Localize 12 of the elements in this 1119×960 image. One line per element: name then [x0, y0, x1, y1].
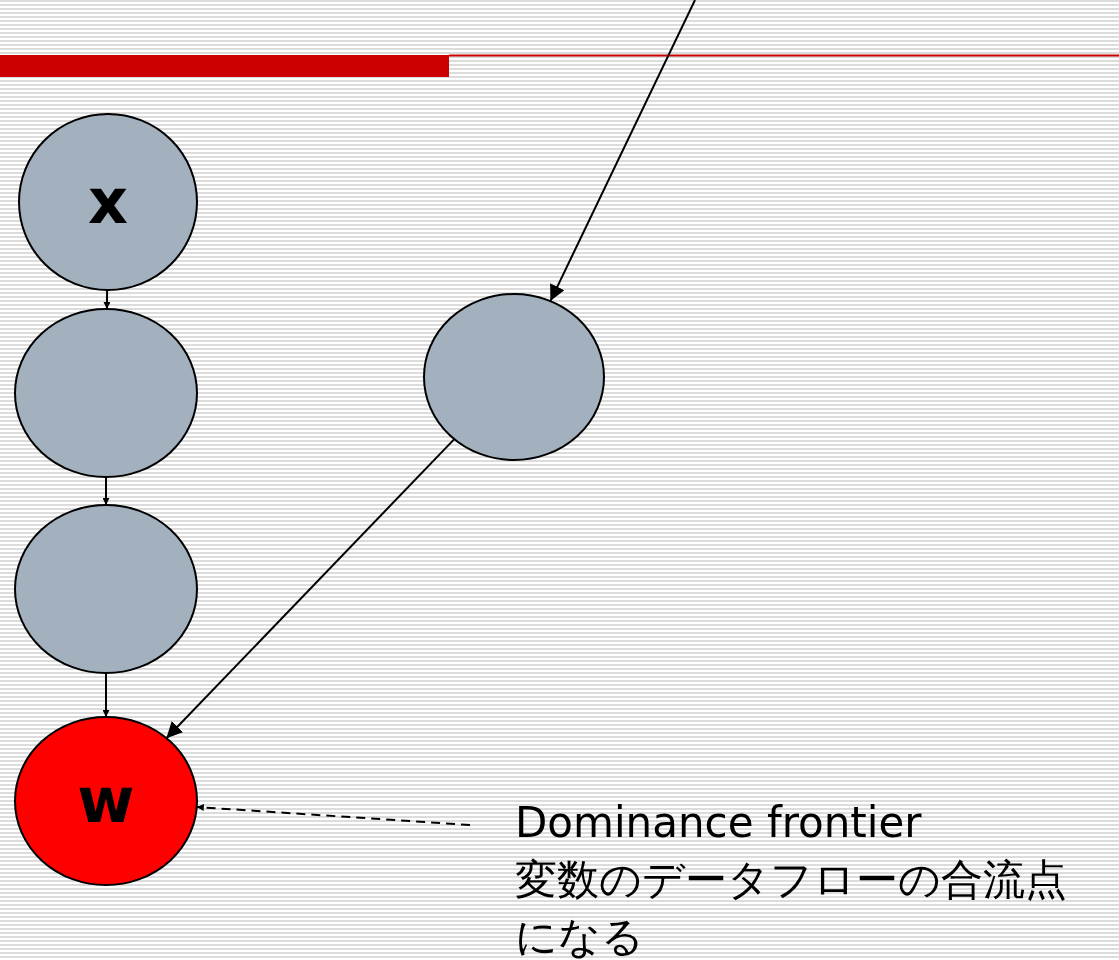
graph-node: [423, 293, 605, 461]
annotation-heading: Dominance frontier: [515, 797, 923, 849]
graph-node: [14, 504, 198, 674]
arrow: [102, 672, 110, 718]
arrow: [165, 438, 456, 740]
variable-node: x: [18, 113, 198, 291]
arrow: [549, 0, 696, 303]
arrow: [102, 476, 110, 506]
graph-node: [14, 308, 198, 478]
annotation-text: 変数のデータフローの合流点になる: [515, 854, 1068, 960]
arrow: [103, 289, 111, 310]
merge-node: w: [14, 716, 198, 886]
